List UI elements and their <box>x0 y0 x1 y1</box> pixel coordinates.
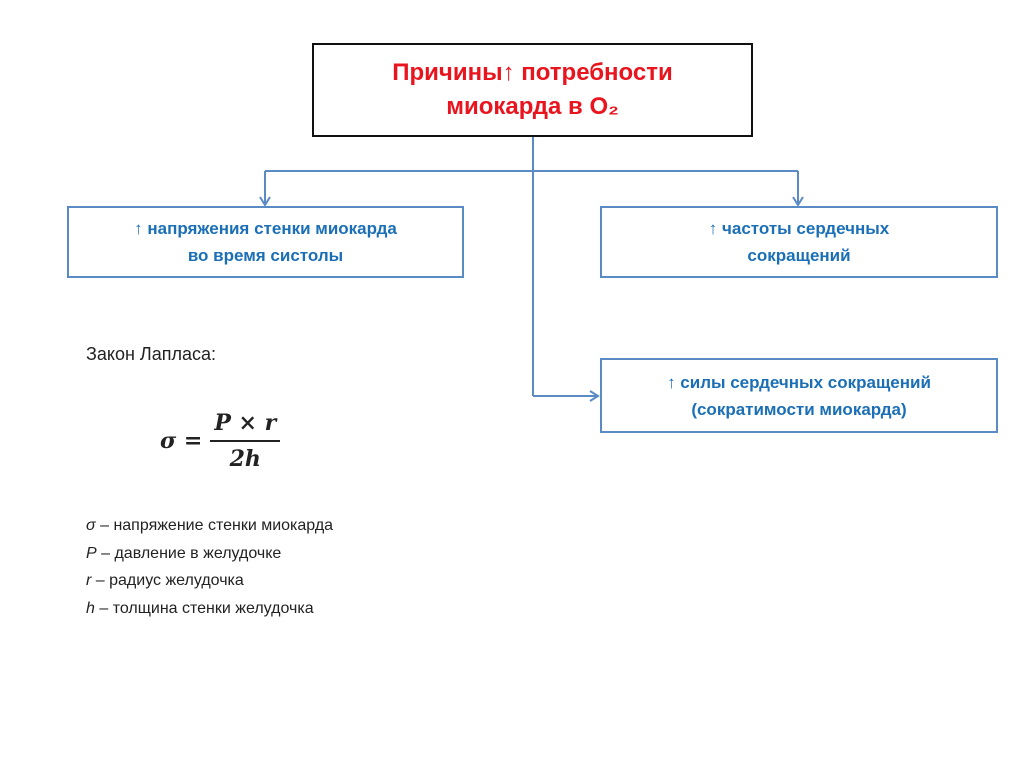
legend-text: – радиус желудочка <box>91 572 244 589</box>
legend-item: h – толщина стенки желудочка <box>86 595 333 623</box>
legend-item: σ – напряжение стенки миокарда <box>86 512 333 540</box>
legend-text: – напряжение стенки миокарда <box>95 517 334 534</box>
formula-numerator: P × r <box>210 410 281 442</box>
cause-line: сокращений <box>747 246 851 265</box>
cause-line: ↑ силы сердечных сокращений <box>667 372 931 392</box>
formula-fraction: P × r 2h <box>210 410 281 472</box>
cause-line: во время систолы <box>187 246 344 265</box>
cause-line: ↑ напряжения стенки миокарда <box>134 219 397 238</box>
arrowhead-left-icon <box>259 196 271 207</box>
cause-line: ↑ частоты сердечных <box>708 219 890 238</box>
formula-denominator: 2h <box>229 446 261 472</box>
title-line1: Причины↑ потребности <box>392 59 673 86</box>
title-line2: миокарда в O₂ <box>446 93 619 120</box>
cause-box-wall-tension: ↑ напряжения стенки миокарда во время сис… <box>67 206 464 278</box>
legend-symbol: σ <box>86 517 96 534</box>
laplace-formula: σ = P × r 2h <box>160 410 281 472</box>
legend-symbol: h <box>86 599 95 617</box>
formula-lhs: σ = <box>160 428 203 454</box>
cause-box-heart-rate: ↑ частоты сердечных сокращений <box>600 206 998 278</box>
title-box: Причины↑ потребности миокарда в O₂ <box>312 43 753 137</box>
legend-text: – давление в желудочке <box>96 544 282 562</box>
arrowhead-right-icon <box>792 196 804 207</box>
formula-legend: σ – напряжение стенки миокарда P – давле… <box>86 512 333 622</box>
cause-line: (сократимости миокарда) <box>691 399 907 419</box>
legend-text: – толщина стенки желудочка <box>94 599 314 617</box>
laplace-heading: Закон Лапласа: <box>86 344 217 364</box>
legend-item: P – давление в желудочке <box>86 540 333 568</box>
cause-box-contractility: ↑ силы сердечных сокращений (сократимости… <box>600 358 998 433</box>
legend-symbol: P <box>86 544 97 562</box>
legend-item: r – радиус желудочка <box>86 567 333 595</box>
legend-symbol: r <box>86 572 92 589</box>
arrowhead-bottom-icon <box>589 390 600 402</box>
